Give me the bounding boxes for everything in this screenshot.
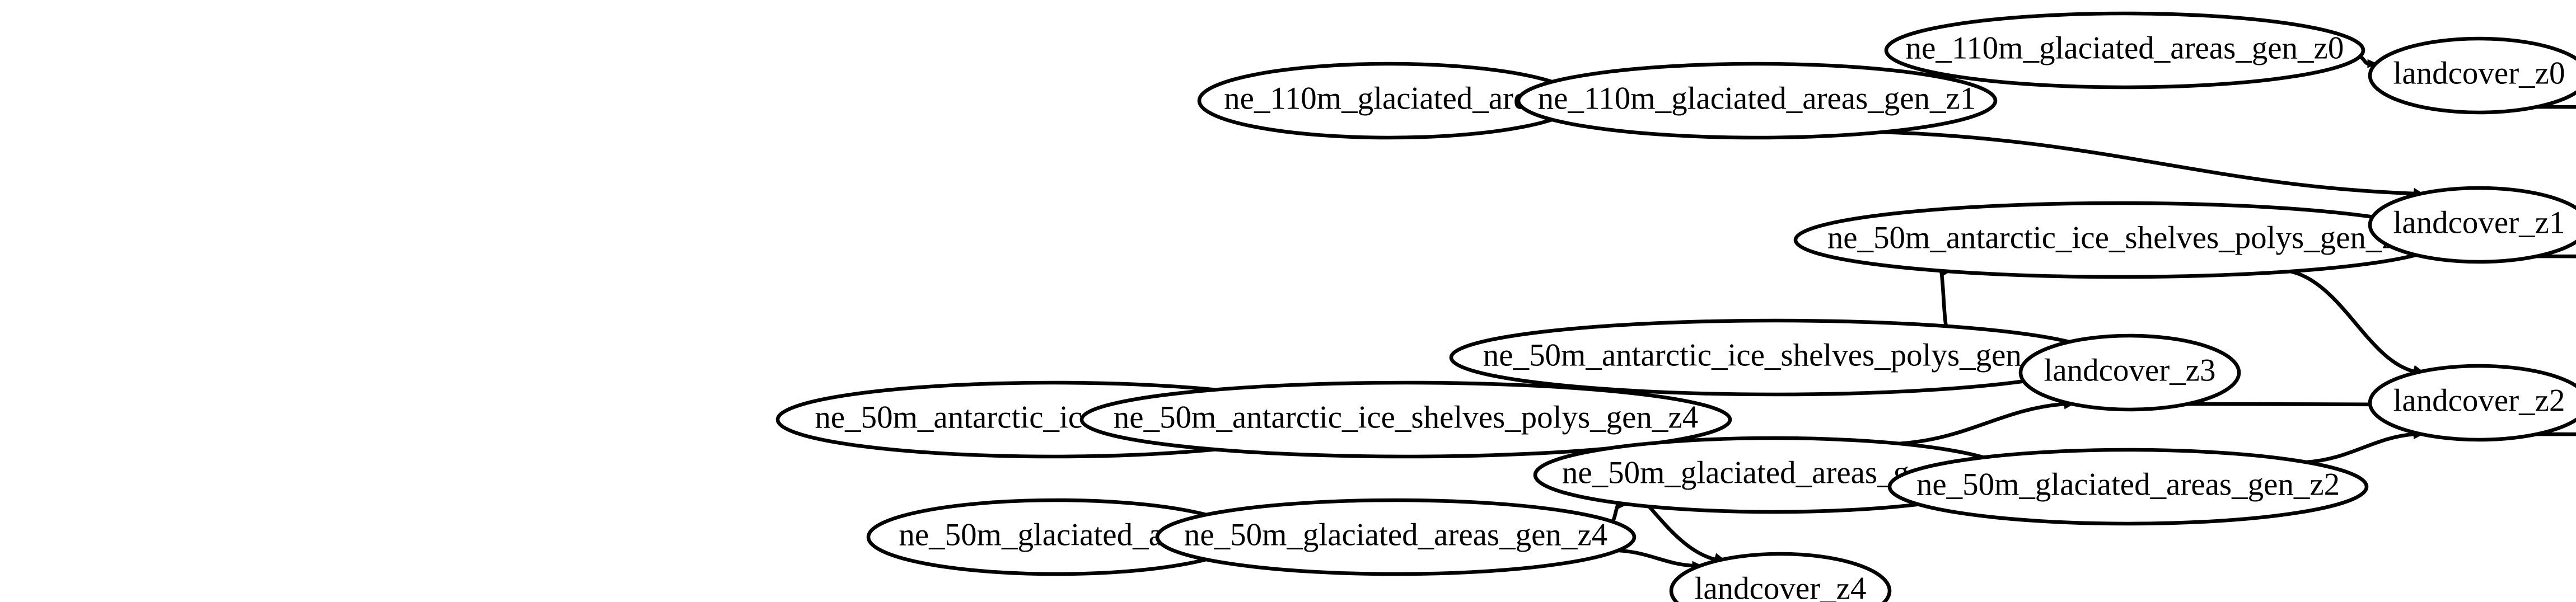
node-label: landcover_z1 [2393, 205, 2565, 241]
graph-node-ne_50m_antarctic_ice_shelves_polys_gen_z4[interactable]: ne_50m_antarctic_ice_shelves_polys_gen_z… [1079, 380, 1732, 459]
node-label: ne_50m_glaciated_areas_gen_z2 [1916, 467, 2340, 502]
node-shape [2368, 364, 2576, 442]
node-shape [2018, 333, 2241, 412]
node-shape [1884, 11, 2365, 90]
node-label: landcover_z3 [2044, 353, 2216, 388]
node-label: ne_50m_antarctic_ice_shelves_polys_gen_z… [1114, 400, 1698, 435]
graph-node-ne_50m_glaciated_areas_gen_z2[interactable]: ne_50m_glaciated_areas_gen_z2 [1887, 448, 2369, 526]
graph-node-ne_50m_antarctic_ice_shelves_polys_gen_z2[interactable]: ne_50m_antarctic_ice_shelves_polys_gen_z… [1793, 201, 2446, 279]
node-label: ne_50m_antarctic_ice_shelves_polys_gen_z… [1827, 220, 2412, 256]
node-label: ne_110m_glaciated_areas_gen_z0 [1906, 31, 2344, 66]
node-shape [2368, 36, 2576, 115]
edge-ne_50m_glaciated_areas_gen_z4-to-ne_50m_glaciated_areas_gen_z3 [1611, 502, 1620, 523]
edge-ne_50m_glaciated_areas_gen_z3-to-landcover_z3 [1899, 402, 2065, 446]
node-shape [1155, 498, 1637, 576]
edge-landcover_z2-to-layer_landcover-z2 [2536, 432, 2576, 436]
graph-node-landcover_z3[interactable]: landcover_z3 [2018, 333, 2241, 412]
node-shape [1887, 448, 2369, 526]
graph-node-ne_50m_glaciated_areas[interactable]: ne_50m_glaciated_areas [866, 498, 1247, 576]
node-label: ne_110m_glaciated_areas_gen_z1 [1538, 81, 1976, 116]
node-label: ne_50m_glaciated_areas_gen_z4 [1184, 518, 1607, 553]
edge-ne_50m_antarctic_ice_shelves_polys_gen_z3-to-ne_50m_antarctic_ice_shelves_polys_gen_z2 [1939, 271, 1948, 327]
edge-ne_50m_glaciated_areas_gen_z2-to-landcover_z2 [2306, 432, 2414, 464]
node-shape [1516, 62, 1998, 140]
graph-node-landcover_z2[interactable]: landcover_z2 [2368, 364, 2576, 442]
graph-node-landcover_z4[interactable]: landcover_z4 [1669, 552, 1892, 602]
edge-ne_50m_glaciated_areas_gen_z4-to-landcover_z4 [1617, 548, 1693, 568]
edge-ne_110m_glaciated_areas_gen_z1-to-landcover_z1 [1882, 130, 2414, 196]
node-label: landcover_z2 [2393, 383, 2565, 418]
graph-node-ne_110m_glaciated_areas_gen_z0[interactable]: ne_110m_glaciated_areas_gen_z0 [1884, 11, 2365, 90]
node-label: landcover_z0 [2393, 56, 2565, 91]
graph-node-ne_110m_glaciated_areas[interactable]: ne_110m_glaciated_areas [1197, 62, 1581, 140]
node-label: ne_110m_glaciated_areas [1224, 81, 1554, 116]
node-shape [1669, 552, 1892, 602]
graph-node-ne_110m_glaciated_areas_gen_z1[interactable]: ne_110m_glaciated_areas_gen_z1 [1516, 62, 1998, 140]
graph-node-ne_50m_antarctic_ice_shelves_polys_gen_z3[interactable]: ne_50m_antarctic_ice_shelves_polys_gen_z… [1449, 318, 2102, 397]
node-label: landcover_z4 [1695, 571, 1867, 602]
edge-landcover_z0-to-layer_landcover-z0 [2536, 105, 2576, 109]
node-label: ne_50m_antarctic_ice_shelves_polys_gen_z… [1483, 338, 2068, 373]
node-layer: imposm3osm_landcover_polygonsimplify_vw_… [775, 11, 2576, 602]
graph-node-landcover_z1[interactable]: landcover_z1 [2368, 186, 2576, 264]
graph-node-landcover_z0[interactable]: landcover_z0 [2368, 36, 2576, 115]
edge-ne_50m_antarctic_ice_shelves_polys_gen_z2-to-landcover_z2 [2290, 269, 2415, 374]
node-shape [1079, 380, 1732, 459]
node-shape [2368, 186, 2576, 264]
graph-node-ne_50m_glaciated_areas_gen_z4[interactable]: ne_50m_glaciated_areas_gen_z4 [1155, 498, 1637, 576]
